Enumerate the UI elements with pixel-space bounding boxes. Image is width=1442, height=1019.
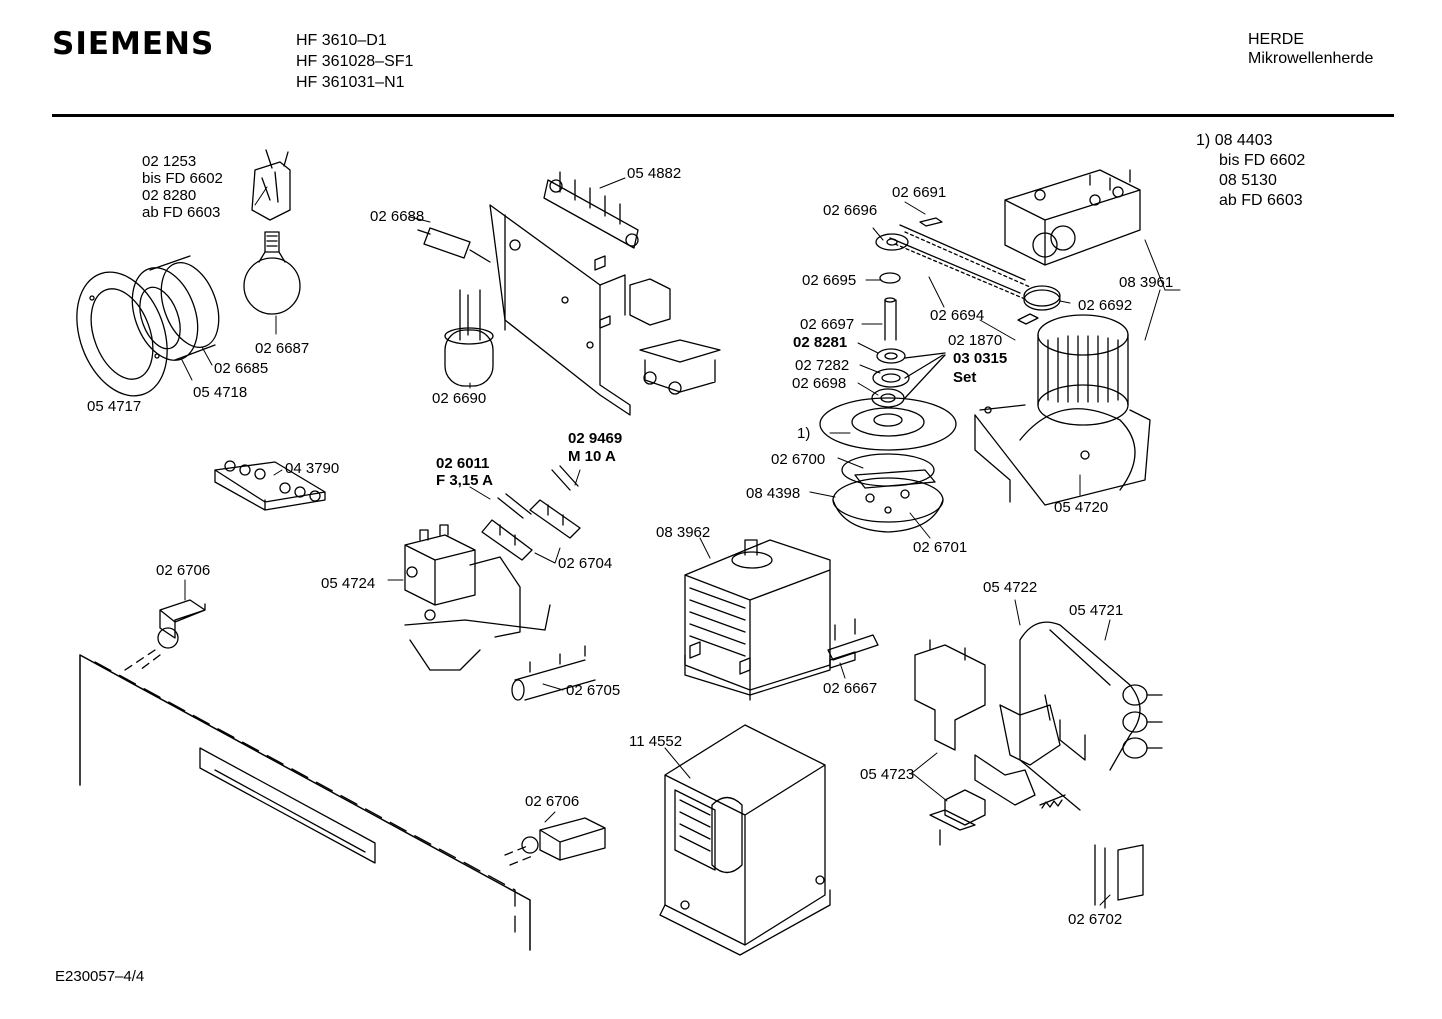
- relay-board-drawing: [404, 524, 551, 671]
- part-number: 08 4398: [746, 485, 801, 502]
- thermal-cutout-drawing: [827, 618, 879, 669]
- part-number: 03 0315: [953, 350, 1008, 367]
- filter-drawing: [417, 227, 491, 263]
- part-number: 02 6685: [214, 360, 269, 377]
- part-number: 02 6691: [892, 184, 947, 201]
- part-number: 02 1870: [948, 332, 1003, 349]
- part-number: 02 6706: [156, 562, 211, 579]
- door-switch-drawing: [521, 817, 606, 861]
- part-number: 05 4724: [321, 575, 376, 592]
- part-number: 11 4552: [629, 733, 683, 750]
- lamp-socket-drawing: [251, 149, 291, 221]
- part-number: 02 6687: [255, 340, 310, 357]
- header-divider: [52, 114, 1394, 117]
- part-validity: bis FD 6602: [142, 170, 223, 187]
- part-number: 05 4723: [860, 766, 915, 783]
- lamp-bulb-drawing: [243, 231, 301, 315]
- terminal-strip-drawing: [543, 171, 639, 249]
- turntable-spindle-drawing: [871, 297, 946, 408]
- fuse-rating: F 3,15 A: [436, 472, 493, 489]
- door-frame-drawing: [79, 649, 536, 951]
- footnote-line: 08 4403: [1214, 132, 1273, 149]
- interlock-switch-drawing: [914, 639, 1066, 846]
- footnote-line: 08 5130: [1219, 172, 1277, 189]
- part-number: 02 6692: [1078, 297, 1133, 314]
- part-number: 05 4882: [627, 165, 682, 182]
- part-number: 05 4721: [1069, 602, 1124, 619]
- capacitor-bracket-drawing: [974, 694, 1061, 806]
- hv-capacitor-drawing: [1019, 621, 1163, 811]
- door-switch-drawing: [157, 599, 206, 649]
- part-number: 02 6697: [800, 316, 855, 333]
- part-number: 02 6704: [558, 555, 613, 572]
- document-id: E230057–4/4: [55, 968, 145, 985]
- part-number: 02 6690: [432, 390, 487, 407]
- mounting-plate-drawing: [489, 204, 631, 416]
- choke-drawing: [1094, 844, 1144, 909]
- part-number: 02 6698: [792, 375, 847, 392]
- part-number: 02 6667: [823, 680, 878, 697]
- footnote-line: bis FD 6602: [1219, 152, 1306, 169]
- part-number: 04 3790: [285, 460, 340, 477]
- part-number: 08 3961: [1119, 274, 1174, 291]
- model-list: HF 3610–D1 HF 361028–SF1 HF 361031–N1: [296, 30, 413, 93]
- part-number: 08 3962: [656, 524, 711, 541]
- fan-motor-drawing: [1004, 169, 1141, 266]
- part-number: 02 6695: [802, 272, 857, 289]
- set-label: Set: [953, 369, 977, 386]
- fuse-holder-drawing: [481, 465, 581, 561]
- category-subtitle: Mikrowellenherde: [1248, 50, 1374, 67]
- model-number: HF 3610–D1: [296, 32, 387, 49]
- footnote-marker: 1): [1196, 132, 1211, 149]
- relay-drawing: [629, 278, 721, 395]
- part-number: 05 4718: [193, 384, 248, 401]
- footnote-line: ab FD 6603: [1219, 192, 1303, 209]
- part-number: 05 4722: [983, 579, 1038, 596]
- part-number: 02 6696: [823, 202, 878, 219]
- footnote: 1) 08 4403 bis FD 6602 08 5130 ab FD 660…: [1196, 131, 1305, 211]
- model-number: HF 361028–SF1: [296, 53, 414, 70]
- resistor-drawing: [511, 645, 596, 701]
- lamp-cover-drawing: [76, 255, 220, 397]
- capacitor-drawing: [444, 289, 494, 387]
- part-number: 05 4720: [1054, 499, 1109, 516]
- part-number: 02 6702: [1068, 911, 1123, 928]
- part-number: 02 6701: [913, 539, 968, 556]
- model-number: HF 361031–N1: [296, 74, 405, 91]
- category-title: HERDE: [1248, 31, 1305, 48]
- part-validity: ab FD 6603: [142, 204, 221, 221]
- part-number: 02 6011: [436, 455, 490, 472]
- magnetron-drawing: [684, 539, 831, 701]
- part-number: 02 6688: [370, 208, 425, 225]
- turntable-drawing: [819, 397, 957, 533]
- footnote-reference: 1): [797, 425, 811, 442]
- part-number: 02 8280: [142, 187, 197, 204]
- part-number: 02 6705: [566, 682, 621, 699]
- part-number: 02 6694: [930, 307, 985, 324]
- drive-belt-drawing: [875, 217, 1061, 325]
- part-number: 02 9469: [568, 430, 623, 447]
- fuse-rating: M 10 A: [568, 448, 616, 465]
- part-number: 02 6700: [771, 451, 826, 468]
- part-number: 02 1253: [142, 153, 197, 170]
- fan-housing-drawing: [974, 314, 1151, 506]
- part-number: 02 6706: [525, 793, 580, 810]
- product-category: HERDE Mikrowellenherde: [1248, 30, 1373, 68]
- part-number: 05 4717: [87, 398, 142, 415]
- part-number: 02 8281: [793, 334, 848, 351]
- transformer-drawing: [659, 724, 831, 956]
- part-number: 02 7282: [795, 357, 850, 374]
- brand-logo: SIEMENS: [52, 26, 215, 62]
- terminal-block-drawing: [214, 460, 326, 511]
- callout-leaders: [181, 177, 1181, 906]
